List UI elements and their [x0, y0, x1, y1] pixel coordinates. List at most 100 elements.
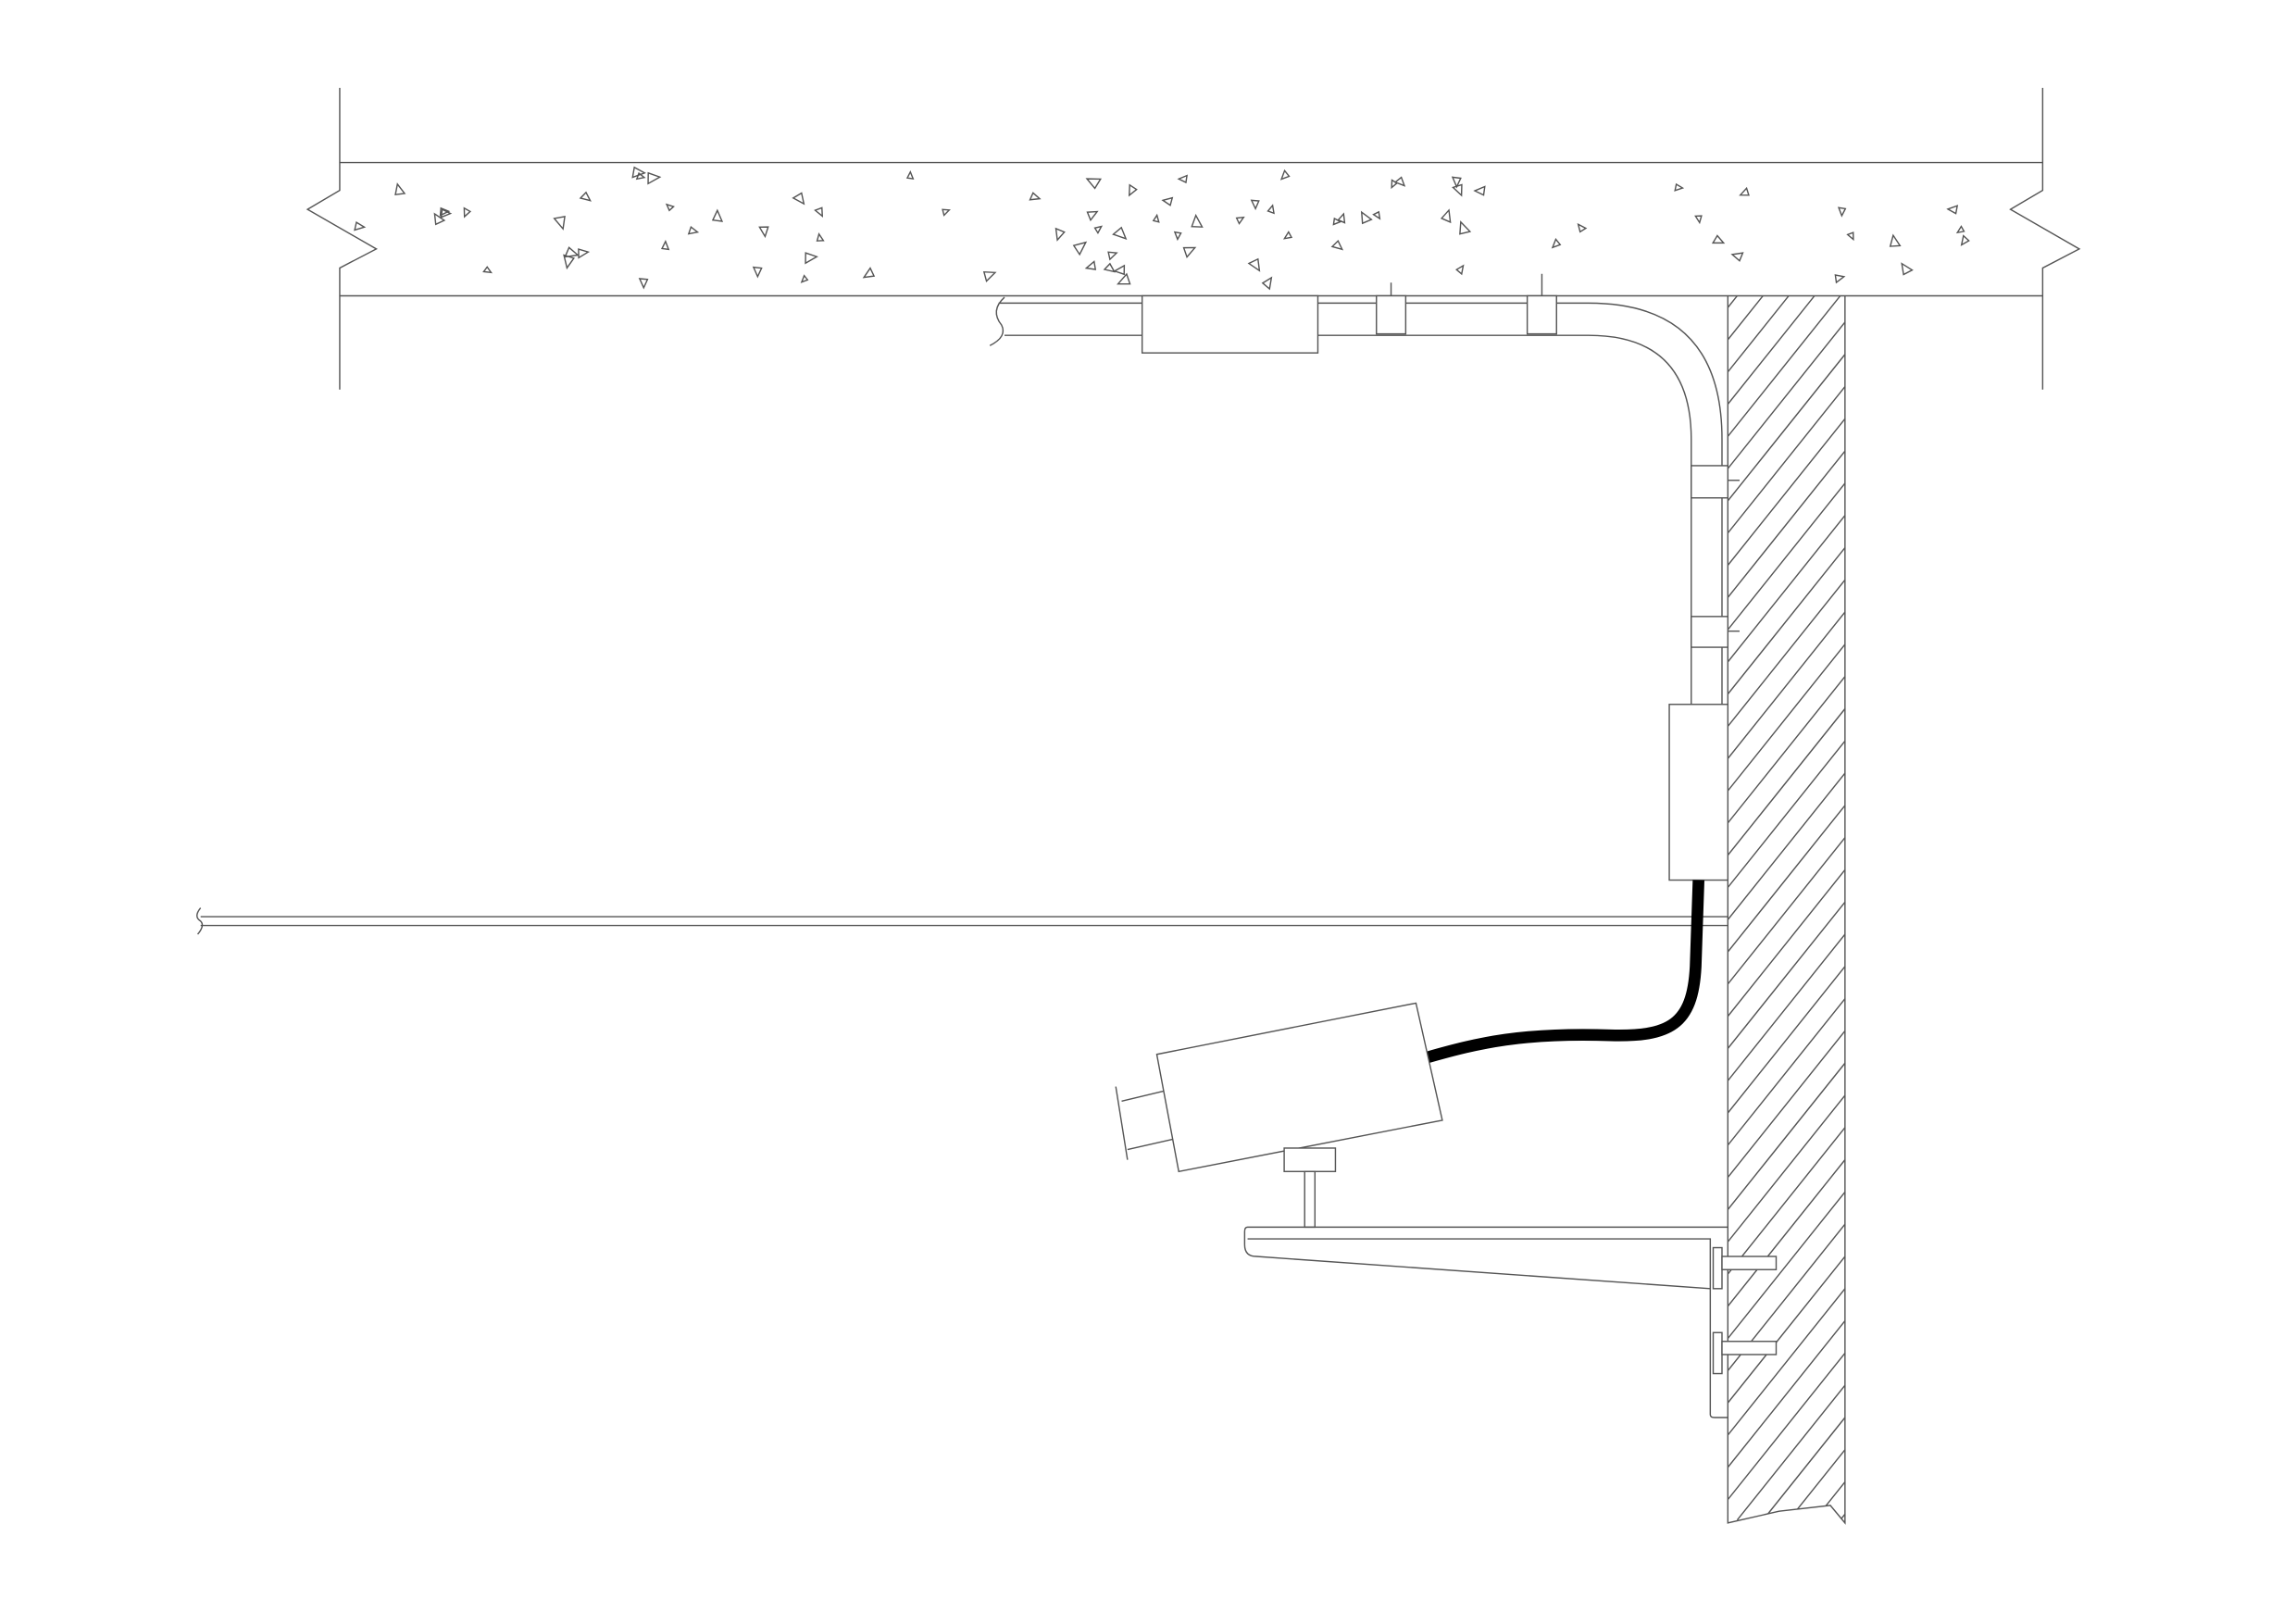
hatch-line [1728, 321, 1845, 469]
aggregate-mark [1282, 231, 1293, 240]
aggregate-mark [752, 266, 763, 279]
hatch-line [1728, 1094, 1845, 1243]
hatch-line [1728, 450, 1845, 598]
aggregate-mark [1730, 252, 1744, 262]
hatch-line [1728, 805, 1845, 953]
aggregate-mark [1117, 272, 1131, 285]
hatch-line [1728, 295, 1816, 405]
aggregate-mark [1152, 213, 1160, 223]
aggregate-mark [1960, 234, 1970, 246]
aggregate-mark [638, 278, 649, 290]
camera-lens [1115, 1086, 1174, 1160]
aggregate-mark [1107, 251, 1118, 261]
aggregate-mark [1694, 215, 1703, 225]
anchor-bolt [1721, 1255, 1778, 1270]
aggregate-mark [1332, 217, 1342, 226]
hatch-line [1728, 740, 1845, 888]
aggregate-mark [1177, 174, 1188, 184]
hatch-line [1728, 482, 1845, 631]
aggregate-mark [1337, 212, 1346, 224]
hatch-line [1728, 1191, 1845, 1340]
aggregate-mark [1846, 231, 1854, 242]
aggregate-mark [1084, 260, 1097, 270]
camera [1115, 1002, 1443, 1229]
aggregate-mark [1250, 199, 1260, 211]
pipe-clamp [1376, 282, 1407, 335]
aggregate-mark [687, 225, 700, 235]
aggregate-mark [1261, 276, 1273, 291]
hatch-line [1728, 1288, 1845, 1436]
aggregate-mark [1113, 264, 1126, 276]
camera-body [1155, 1002, 1443, 1173]
suspended-ceiling-line [196, 907, 1728, 935]
junction-box-vertical [1668, 704, 1729, 881]
aggregate-mark [463, 206, 472, 219]
pipe-clamp [1691, 616, 1740, 648]
aggregate-mark [647, 171, 662, 185]
hatch-line [1728, 386, 1845, 534]
aggregate-mark [1455, 264, 1465, 276]
aggregate-mark [816, 232, 825, 242]
aggregate-mark [1739, 186, 1750, 196]
aggregate-mark [1473, 185, 1486, 196]
aggregate-mark [1452, 183, 1463, 197]
conduit [989, 273, 1740, 881]
aggregate-mark [1054, 227, 1066, 242]
hatch-line [1728, 869, 1845, 1018]
anchor-plate [1712, 1331, 1723, 1375]
hatch-line [1728, 295, 1764, 341]
hatch-line [1728, 933, 1845, 1081]
hatch-line [1728, 418, 1845, 566]
aggregate-mark [660, 240, 670, 251]
aggregate-mark [1085, 178, 1103, 190]
hatch-line [1728, 1352, 1845, 1501]
aggregate-mark [482, 266, 493, 274]
hatch-line [1728, 295, 1841, 437]
junction-box-horizontal [1141, 294, 1319, 354]
aggregate-mark [805, 252, 818, 265]
aggregate-mark [1103, 262, 1117, 273]
hatch-line [1728, 611, 1845, 759]
hatch-line [1728, 643, 1845, 792]
aggregate-mark [440, 208, 453, 219]
aggregate-mark [1451, 176, 1462, 189]
hatch-line [1728, 837, 1845, 985]
aggregate-mark [1372, 210, 1381, 220]
aggregate-mark [1128, 183, 1138, 197]
hatch-line [1728, 708, 1845, 856]
aggregate-mark [1901, 262, 1914, 276]
aggregate-mark [905, 169, 915, 181]
aggregate-mark [758, 226, 769, 239]
hatch-line [1728, 295, 1790, 373]
aggregate-mark [578, 248, 591, 259]
hatch-line [1728, 1031, 1845, 1179]
hatch-line [1736, 1384, 1845, 1521]
aggregate-mark [1837, 206, 1847, 218]
aggregate-mark [1182, 246, 1197, 258]
wall-bracket [1243, 1226, 1778, 1418]
concrete-slab [306, 87, 2081, 390]
aggregate-mark [1173, 231, 1182, 242]
aggregate-mark [433, 212, 446, 226]
aggregate-mark [1093, 225, 1104, 235]
aggregate-mark [665, 203, 675, 212]
hatch-line [1728, 966, 1845, 1114]
hatch-line [1728, 1127, 1845, 1275]
hatch-line [1728, 1320, 1845, 1468]
hatch-line [1728, 772, 1845, 920]
flexible-cable [1426, 880, 1705, 1064]
aggregate-mark [1889, 233, 1902, 247]
hatch-line [1728, 515, 1845, 663]
aggregate-mark [1072, 241, 1088, 256]
aggregate-mark [814, 206, 824, 219]
aggregate-mark [1459, 220, 1472, 235]
anchor-plate [1712, 1246, 1723, 1290]
aggregate-mark [1440, 208, 1452, 224]
aggregate-mark [1235, 216, 1245, 225]
hatch-line [1728, 998, 1845, 1146]
camera-mount [1283, 1147, 1337, 1172]
aggregate-mark [1360, 210, 1373, 225]
mount-stem [1304, 1170, 1316, 1229]
aggregate-mark [1247, 257, 1261, 272]
aggregate-mark [862, 267, 876, 279]
